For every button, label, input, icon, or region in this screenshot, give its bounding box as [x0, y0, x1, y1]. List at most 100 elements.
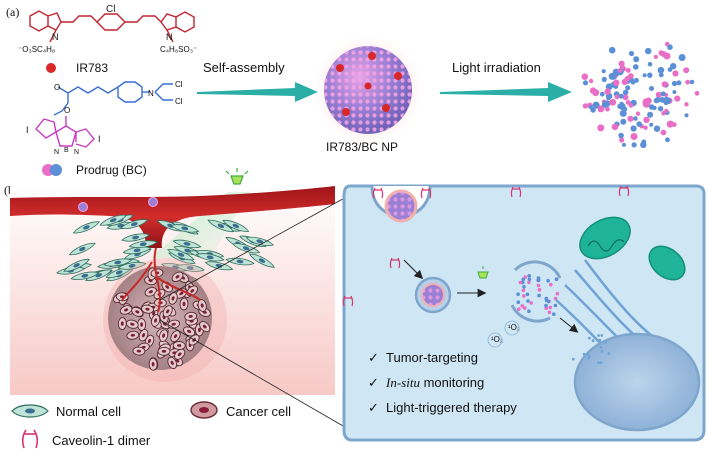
dispersed-molecules	[581, 41, 700, 148]
feature-check-2: ✓	[368, 375, 379, 390]
caveolin-marker	[618, 185, 630, 197]
blood-vessel	[10, 186, 335, 248]
normal-cell	[120, 219, 149, 229]
dispersed-molecule	[622, 106, 628, 112]
released-molecule	[523, 275, 528, 279]
feature-3: Light-triggered therapy	[386, 400, 517, 415]
normal-cell	[68, 242, 96, 256]
dispersed-molecule	[655, 91, 663, 98]
tumor-cell	[125, 319, 139, 329]
tumor-cell	[117, 317, 127, 331]
dispersed-molecule	[625, 67, 631, 73]
released-molecule	[521, 288, 526, 293]
ir783-label: IR783	[76, 61, 108, 75]
vessel-nanoparticle-1	[78, 202, 88, 212]
dispersed-molecule	[684, 102, 689, 107]
prodrug-chloro-bottom: Cl	[175, 97, 183, 106]
tumor-cell	[174, 348, 186, 360]
dispersed-molecule	[609, 98, 617, 106]
dispersed-molecule	[605, 106, 610, 112]
released-molecule	[522, 294, 526, 298]
vesicle	[587, 355, 591, 358]
cancer-cell-icon	[190, 401, 218, 419]
bodipy-n-right: N	[74, 149, 79, 156]
normal-cell	[172, 239, 202, 249]
dispersed-molecule	[636, 121, 642, 127]
normal-cell	[103, 258, 133, 267]
ros-bubble-1	[487, 332, 503, 348]
bodipy-i-left: I	[26, 125, 29, 135]
tumor-cell	[131, 306, 144, 317]
tumor-cell	[150, 314, 161, 327]
dispersed-molecule	[672, 90, 677, 94]
dispersed-molecule	[635, 111, 641, 116]
normal-cell	[167, 249, 195, 261]
tumor-cell	[141, 304, 154, 314]
dispersed-molecule	[622, 94, 629, 101]
prodrug-n: N	[148, 89, 154, 98]
dispersed-molecule	[645, 97, 652, 105]
normal-cell	[248, 253, 275, 268]
self-assembly-arrow	[197, 82, 318, 102]
tumor-cell	[137, 318, 147, 332]
tumor-cell	[168, 292, 178, 305]
tumor-cell	[158, 329, 169, 342]
released-molecule	[547, 310, 552, 315]
prodrug-pill-icon	[42, 164, 62, 176]
tumor-cell	[171, 271, 184, 283]
dispersed-molecule	[664, 108, 669, 113]
prodrug-chloro-top: Cl	[175, 80, 183, 89]
caveolin-marker	[510, 186, 522, 198]
feature-2: In-situ monitoring	[385, 375, 484, 390]
prodrug-structure	[35, 81, 173, 148]
normal-cell	[99, 214, 128, 226]
dispersed-molecule	[694, 90, 700, 96]
dispersed-molecule	[678, 54, 686, 61]
bodipy-b: B	[64, 147, 69, 154]
ir783-structure	[29, 10, 195, 43]
lamp-icon	[225, 168, 249, 185]
dispersed-molecule	[620, 118, 627, 125]
tumor-cell	[197, 299, 207, 312]
dispersed-molecule	[599, 91, 605, 97]
vesicle	[599, 345, 603, 349]
vesicle	[588, 336, 591, 340]
dispersed-molecule	[630, 125, 637, 132]
dispersed-molecule	[633, 77, 639, 83]
dispersed-molecule	[674, 95, 681, 102]
feature-1: Tumor-targeting	[386, 350, 478, 365]
released-molecule	[555, 291, 560, 296]
normal-cell	[128, 240, 158, 249]
vesicle	[582, 352, 586, 356]
released-molecule	[517, 307, 521, 312]
caveolin-marker	[420, 187, 432, 199]
prodrug-o2: O	[64, 106, 70, 115]
dispersed-molecule	[689, 79, 695, 85]
dispersed-molecule	[672, 70, 679, 77]
dispersed-molecule	[671, 80, 678, 87]
mitochondrion-2	[648, 245, 686, 281]
normal-cell-icon	[11, 404, 49, 418]
dispersed-molecule	[658, 72, 664, 78]
nanoparticle	[310, 32, 426, 148]
released-molecule	[537, 287, 542, 292]
vesicle	[597, 361, 600, 365]
vesicle	[600, 334, 604, 337]
feature-check-3: ✓	[368, 400, 379, 415]
tumor-cell	[148, 357, 158, 371]
dispersed-molecule	[628, 103, 634, 108]
dye-substituent-right: C₄H₈SO₃⁻	[160, 45, 197, 54]
released-molecule	[544, 296, 549, 301]
dye-n-right: N	[166, 32, 173, 42]
self-assembly-label: Self-assembly	[203, 60, 285, 75]
dispersed-molecule	[598, 108, 603, 113]
ir783-dot-icon	[46, 63, 56, 73]
panel-a-label: (a)	[6, 5, 19, 19]
cancer-cell-label: Cancer cell	[226, 404, 291, 419]
normal-cell-layer	[56, 214, 275, 285]
nucleus	[573, 332, 701, 432]
tumor	[103, 247, 227, 382]
released-molecule	[536, 283, 541, 288]
released-molecule	[516, 292, 520, 297]
released-molecule	[553, 296, 558, 301]
